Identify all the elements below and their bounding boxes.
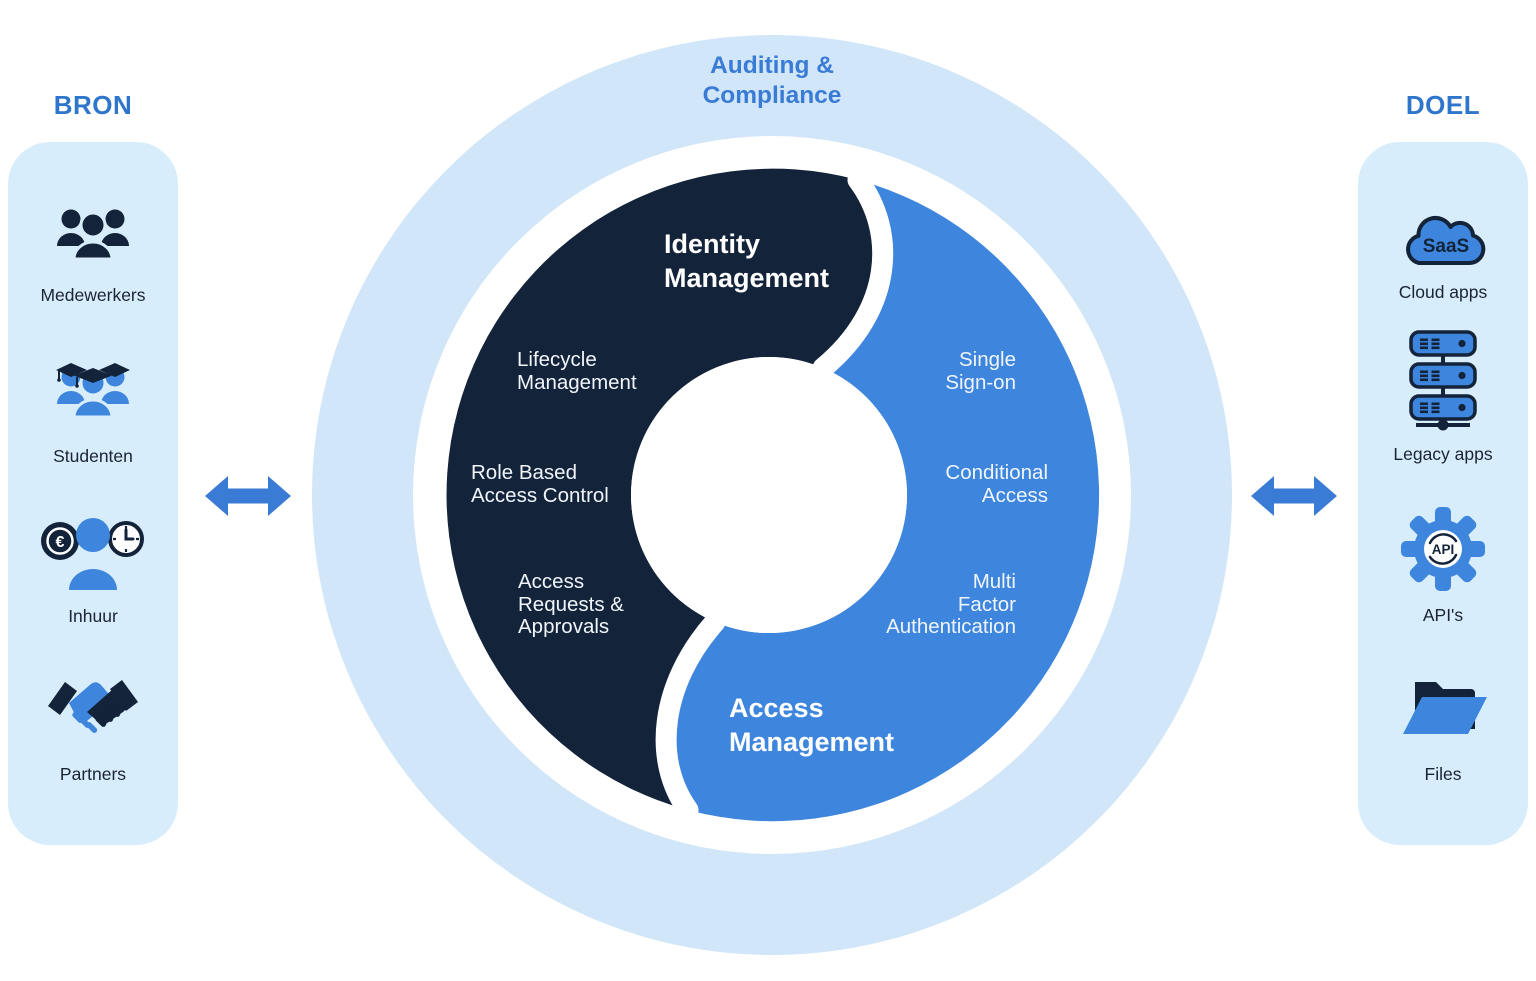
access-item-mfa: Multi Factor Authentication: [886, 570, 1016, 638]
access-item-conditional: Conditional Access: [945, 461, 1048, 507]
contractor-icon: €: [41, 518, 144, 590]
identity-item-lifecycle: Lifecycle Management: [517, 348, 637, 394]
euro-symbol: €: [56, 534, 65, 551]
saas-text: SaaS: [1423, 236, 1469, 257]
yin-yang-gap-bottom: [655, 611, 726, 821]
servers-icon: [1409, 330, 1477, 431]
right-item-label-apis: API's: [1422, 605, 1464, 625]
handshake-icon: [48, 680, 138, 733]
identity-item-rbac: Role Based Access Control: [471, 461, 609, 507]
right-item-label-files: Files: [1424, 764, 1462, 784]
person-icon: [69, 518, 117, 590]
left-item-label-studenten: Studenten: [53, 446, 133, 466]
left-item-label-partners: Partners: [59, 764, 127, 784]
left-item-label-medewerkers: Medewerkers: [40, 285, 146, 305]
left-bidirectional-arrow-icon: [205, 476, 291, 516]
api-text: API: [1432, 542, 1455, 557]
students-icon: [56, 363, 130, 419]
right-item-label-cloud-apps: Cloud apps: [1398, 282, 1488, 302]
people-group-icon: [57, 209, 129, 261]
folder-icon: [1403, 682, 1487, 734]
identity-item-requests: Access Requests & Approvals: [518, 570, 624, 638]
saas-cloud-icon: SaaS: [1406, 216, 1486, 266]
center-circle: [631, 357, 907, 633]
access-management-title: Access Management: [729, 693, 895, 757]
left-item-label-inhuur: Inhuur: [68, 606, 118, 626]
right-item-label-legacy-apps: Legacy apps: [1393, 444, 1493, 464]
clock-icon: [108, 521, 144, 557]
auditing-compliance-label: Auditing & Compliance: [702, 52, 842, 109]
identity-half-shape: [446, 168, 883, 810]
access-half-shape: [666, 180, 1100, 822]
right-panel-title: DOEL: [1405, 90, 1481, 120]
api-gear-icon: API: [1401, 507, 1485, 591]
yin-yang-gap-top: [812, 169, 894, 379]
left-panel-title: BRON: [53, 90, 133, 120]
identity-management-title: Identity Management: [664, 229, 830, 293]
right-bidirectional-arrow-icon: [1251, 476, 1337, 516]
access-item-sso: Single Sign-on: [945, 348, 1016, 394]
